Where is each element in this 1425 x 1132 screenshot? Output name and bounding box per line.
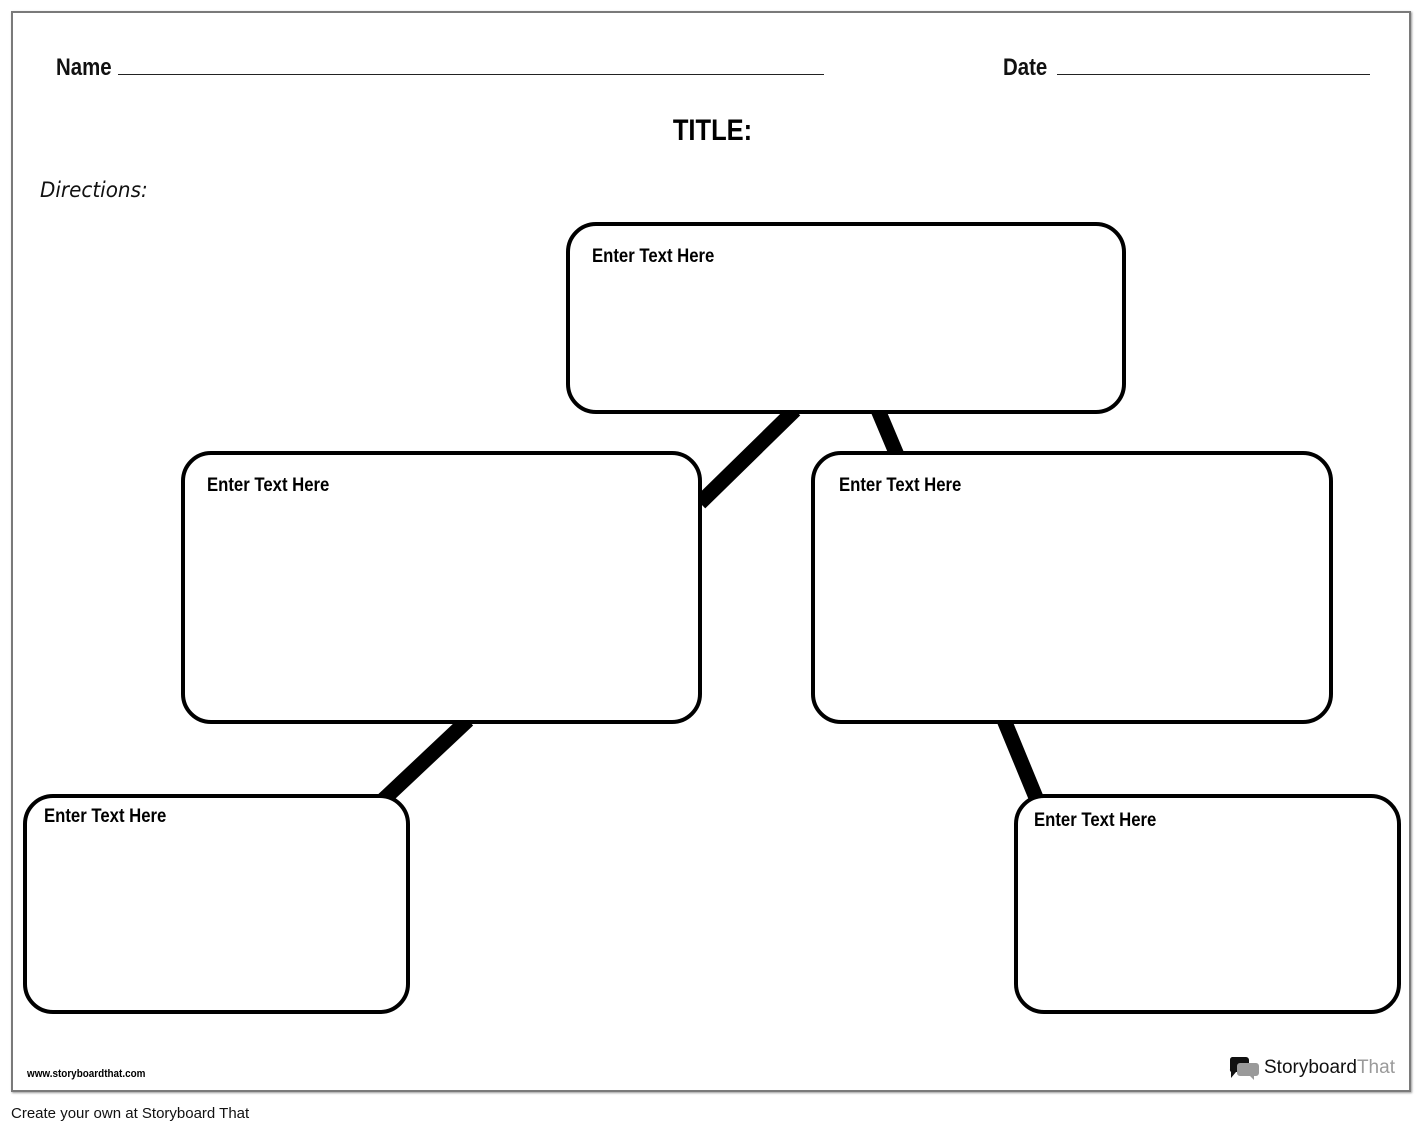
date-line[interactable] <box>1057 74 1370 75</box>
text-box-middle-right[interactable]: Enter Text Here <box>811 451 1333 724</box>
text-box-bottom-left[interactable]: Enter Text Here <box>23 794 410 1014</box>
text-box-label: Enter Text Here <box>839 475 962 496</box>
connector-left-bottomleft <box>377 714 474 806</box>
date-label: Date <box>1003 54 1048 81</box>
speech-bubbles-icon <box>1229 1057 1259 1080</box>
logo-text-light: That <box>1356 1057 1395 1078</box>
connector-top-left <box>694 404 801 509</box>
text-box-label: Enter Text Here <box>44 806 167 827</box>
text-box-label: Enter Text Here <box>207 475 330 496</box>
directions-label: Directions: <box>40 178 148 202</box>
page-title: TITLE: <box>672 114 753 147</box>
footer-url: www.storyboardthat.com <box>27 1068 146 1080</box>
name-label: Name <box>56 54 112 81</box>
text-box-top[interactable]: Enter Text Here <box>566 222 1126 414</box>
text-box-bottom-right[interactable]: Enter Text Here <box>1014 794 1401 1014</box>
text-box-label: Enter Text Here <box>1034 810 1157 831</box>
logo-text-dark: Storyboard <box>1264 1057 1357 1078</box>
connector-top-right <box>871 407 904 458</box>
worksheet-frame <box>11 11 1411 1092</box>
name-line[interactable] <box>118 74 824 75</box>
storyboardthat-logo: StoryboardThat <box>1228 1055 1395 1081</box>
text-box-middle-left[interactable]: Enter Text Here <box>181 451 702 724</box>
text-box-label: Enter Text Here <box>592 246 715 267</box>
connector-right-bottomright <box>997 717 1044 803</box>
credit-link[interactable]: Create your own at Storyboard That <box>11 1105 250 1122</box>
